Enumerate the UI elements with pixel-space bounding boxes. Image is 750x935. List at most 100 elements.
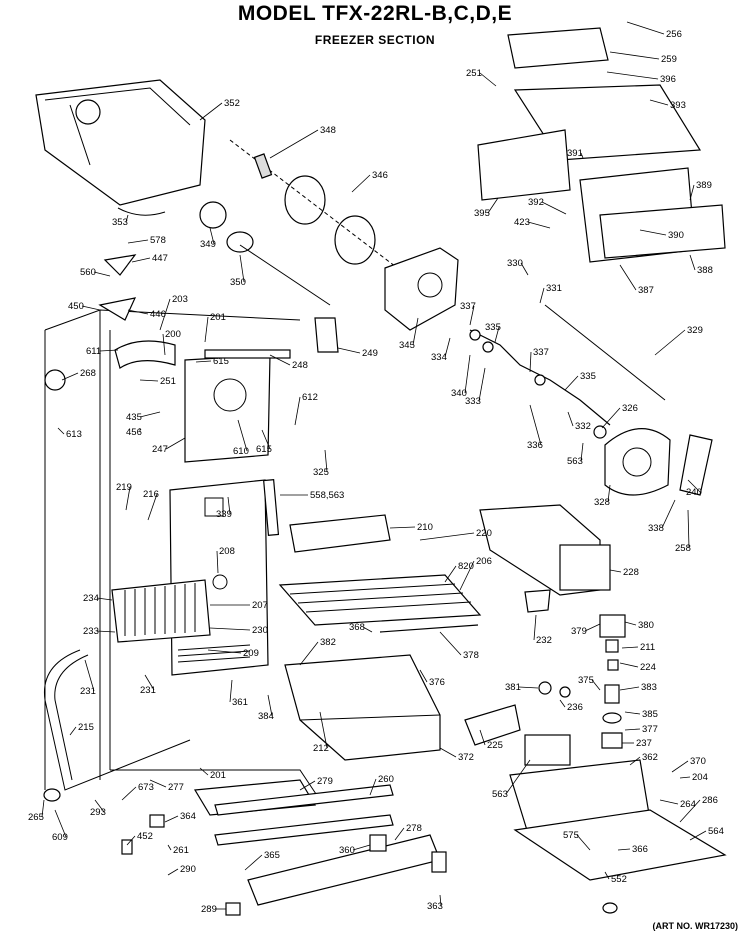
callout-label: 251 [160, 376, 176, 387]
callout-leader-line [619, 662, 639, 668]
callout-leader-line [661, 499, 676, 529]
callout-leader-line [539, 287, 545, 304]
callout-leader-line [609, 569, 622, 573]
callout-label: 350 [230, 277, 246, 288]
callout-label: 203 [172, 294, 188, 305]
callout-leader-line [99, 349, 119, 352]
callout-label: 609 [52, 832, 68, 843]
callout-label: 247 [152, 444, 168, 455]
callout-label: 207 [252, 600, 268, 611]
callout-label: 384 [258, 711, 274, 722]
callout-label: 325 [313, 467, 329, 478]
callout-label: 236 [567, 702, 583, 713]
callout-leader-line [624, 711, 641, 715]
callout-label: 335 [485, 322, 501, 333]
callout-label: 212 [313, 743, 329, 754]
callout-leader-line [606, 71, 659, 80]
callout-leader-line [204, 316, 209, 343]
callout-leader-line [624, 728, 641, 731]
callout-label: 264 [680, 799, 696, 810]
callout-leader-line [244, 854, 263, 871]
callout-leader-line [469, 305, 475, 326]
callout-label: 376 [429, 677, 445, 688]
callout-label: 215 [78, 722, 94, 733]
callout-leader-line [207, 649, 242, 654]
callout-leader-line [127, 239, 149, 244]
callout-leader-line [654, 329, 686, 356]
callout-leader-line [121, 786, 137, 801]
callout-label: 396 [660, 74, 676, 85]
callout-label: 237 [636, 738, 652, 749]
callout-label: 370 [690, 756, 706, 767]
callout-leader-line [261, 429, 271, 450]
callout-leader-line [294, 396, 301, 426]
callout-label: 234 [83, 593, 99, 604]
callout-leader-line [444, 337, 451, 358]
callout-label: 348 [320, 125, 336, 136]
callout-label: 395 [474, 208, 490, 219]
callout-leader-line [527, 221, 551, 229]
callout-leader-line [96, 630, 116, 633]
callout-leader-line [239, 254, 245, 283]
callout-label: 201 [210, 770, 226, 781]
callout-leader-line [439, 747, 457, 758]
callout-leader-line [54, 809, 67, 838]
callout-label: 204 [692, 772, 708, 783]
callout-leader-line [621, 646, 639, 649]
callout-leader-line [541, 201, 567, 215]
page-subtitle: FREEZER SECTION [314, 33, 436, 47]
callout-leader-line [69, 726, 77, 736]
callout-label: 353 [112, 217, 128, 228]
callout-leader-line [419, 532, 475, 541]
callout-leader-line [267, 694, 273, 717]
callout-leader-line [125, 486, 131, 511]
callout-label: 338 [648, 523, 664, 534]
callout-label: 330 [507, 258, 523, 269]
callout-label: 326 [622, 403, 638, 414]
callout-label: 256 [666, 29, 682, 40]
callout-leader-line [487, 197, 499, 214]
callout-leader-line [93, 271, 111, 277]
callout-label: 233 [83, 626, 99, 637]
callout-label: 336 [527, 440, 543, 451]
callout-label: 340 [451, 388, 467, 399]
callout-label: 389 [696, 180, 712, 191]
callout-leader-line [687, 479, 701, 493]
callout-label: 332 [575, 421, 591, 432]
callout-leader-line [352, 844, 371, 851]
callout-leader-line [520, 262, 529, 276]
callout-label: 230 [252, 625, 268, 636]
callout-label: 393 [670, 100, 686, 111]
callout-leader-line [389, 526, 416, 529]
callout-label: 211 [640, 642, 655, 653]
callout-leader-line [619, 686, 640, 691]
callout-leader-line [362, 626, 373, 633]
callout-leader-line [617, 848, 631, 851]
callout-label: 231 [80, 686, 96, 697]
callout-leader-line [629, 756, 641, 766]
callout-leader-line [689, 254, 696, 271]
callout-leader-line [671, 760, 689, 773]
callout-label: 435 [126, 412, 142, 423]
callout-leader-line [165, 437, 186, 450]
callout-label: 345 [399, 340, 415, 351]
callout-label: 220 [476, 528, 492, 539]
callout-leader-line [459, 560, 475, 591]
callout-label: 200 [165, 329, 181, 340]
callout-leader-line [609, 51, 660, 60]
callout-label: 613 [66, 429, 82, 440]
callout-leader-line [125, 214, 129, 223]
callout-label: 575 [563, 830, 579, 841]
callout-label: 337 [533, 347, 549, 358]
callout-leader-line [479, 72, 497, 87]
callout-leader-line [162, 333, 166, 356]
callout-label: 201 [210, 312, 226, 323]
callout-label: 328 [594, 497, 610, 508]
callout-leader-line [591, 679, 601, 691]
callout-label: 289 [201, 904, 217, 915]
callout-label: 578 [150, 235, 166, 246]
callout-label: 385 [642, 709, 658, 720]
callout-label: 265 [28, 812, 44, 823]
callout-label: 391 [567, 148, 583, 159]
callout-label: 290 [180, 864, 196, 875]
